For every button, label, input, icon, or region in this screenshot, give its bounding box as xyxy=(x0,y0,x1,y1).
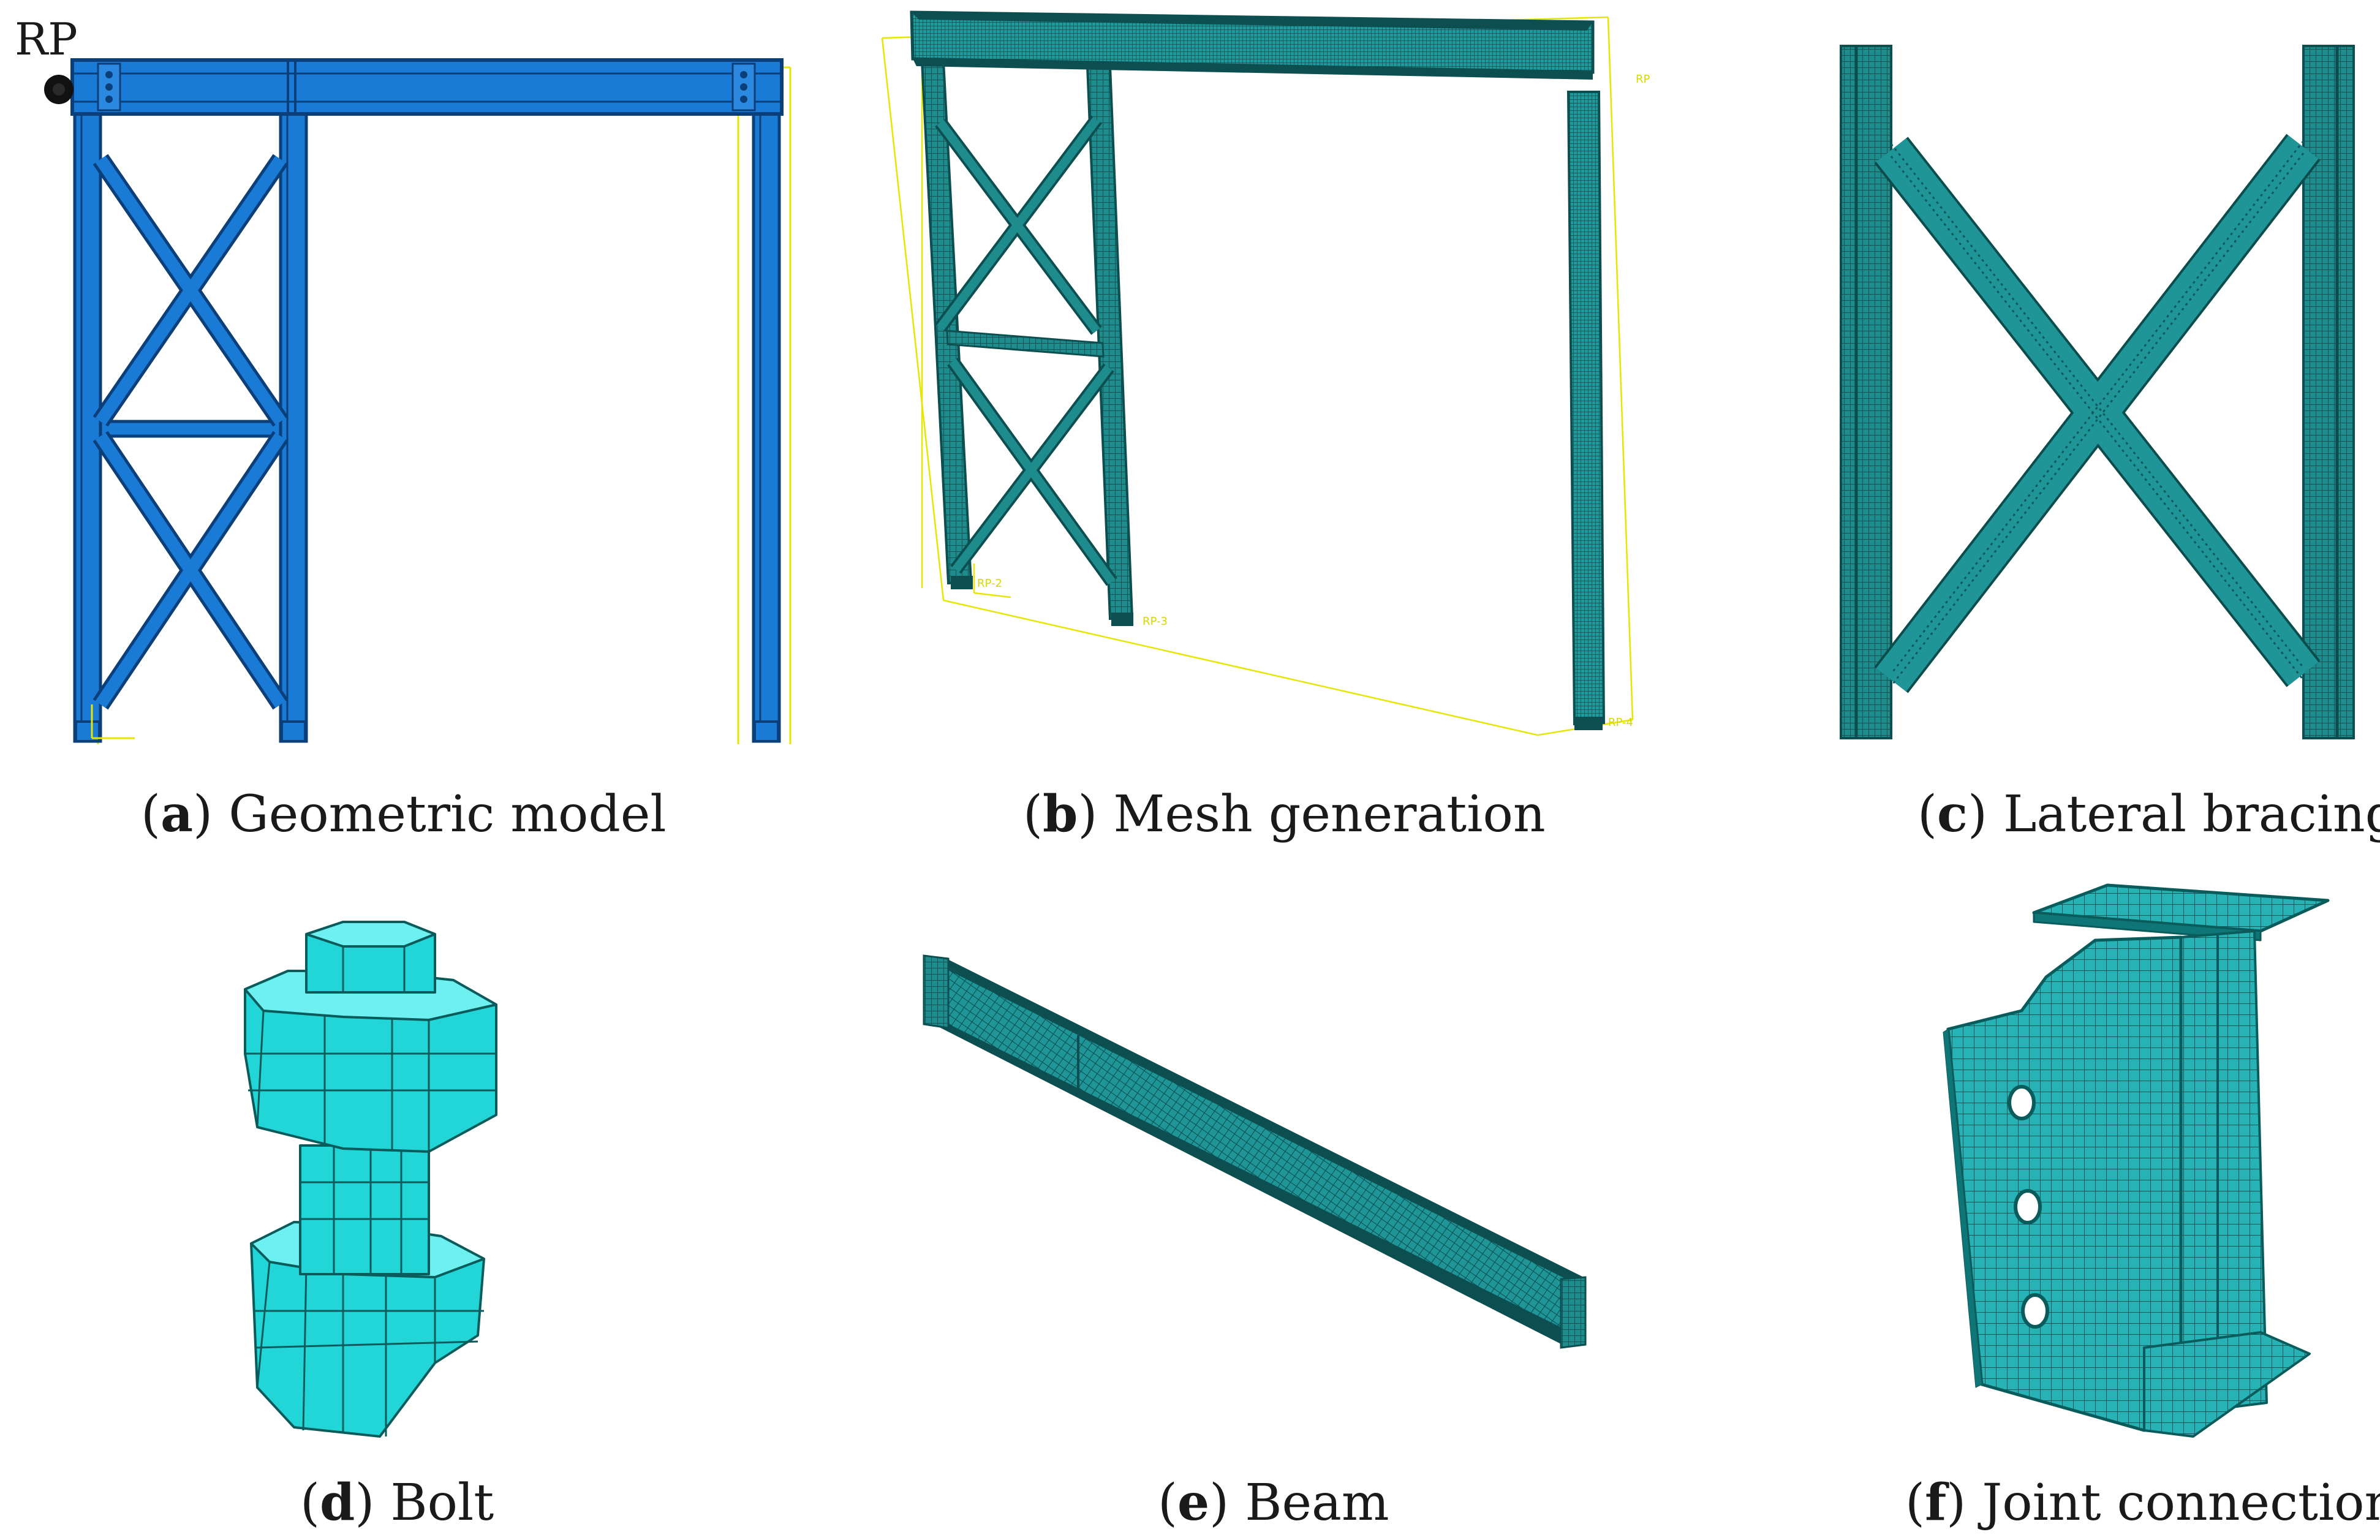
rp-label: RP xyxy=(15,13,78,65)
svg-text:RP: RP xyxy=(1636,73,1650,86)
mesh-column-bases xyxy=(951,576,1603,730)
beam-top-flange xyxy=(925,956,1584,1280)
column-flange-lines xyxy=(80,67,761,741)
caption-d: (d) Bolt xyxy=(300,1473,494,1532)
caption-a: (a) Geometric model xyxy=(141,785,667,844)
caption-c: (c) Lateral bracing xyxy=(1917,789,2380,840)
caption-e: (e) Beam xyxy=(1158,1473,1389,1532)
caption-c-letter: c xyxy=(1937,785,1968,844)
joint-bolt-holes xyxy=(2008,1085,2049,1329)
joint-bottom-plate xyxy=(2143,1331,2311,1438)
caption-b-letter: b xyxy=(1043,785,1078,844)
beam-bottom-flange xyxy=(925,1020,1584,1345)
mesh-rp-labels: RP-3 RP-4 RP RP-2 xyxy=(977,73,1650,729)
caption-f-title: Joint connection xyxy=(1982,1474,2380,1532)
bracing-right-column xyxy=(2302,45,2355,739)
bolt-shank xyxy=(299,1144,430,1275)
caption-a-title: Geometric model xyxy=(229,785,667,844)
joint-column-flange xyxy=(2216,930,2268,1410)
caption-b-title: Mesh generation xyxy=(1113,785,1546,844)
caption-b: (b) Mesh generation xyxy=(1023,785,1546,844)
joint-gusset-plate xyxy=(1946,935,2183,1432)
axis-triad-icon xyxy=(973,564,1011,598)
construction-lines xyxy=(881,16,1634,736)
caption-d-letter: d xyxy=(320,1473,355,1532)
svg-text:RP-3: RP-3 xyxy=(1143,615,1168,628)
axis-triad-icon xyxy=(91,704,135,739)
panel-c-lateral-bracing xyxy=(1840,45,2355,739)
columns xyxy=(73,66,781,743)
mesh-bracing xyxy=(937,116,1116,585)
svg-text:RP-4: RP-4 xyxy=(1608,716,1633,729)
panel-b-mesh-generation: RP-3 RP-4 RP RP-2 xyxy=(881,10,1650,736)
mesh-column-3 xyxy=(1566,91,1606,726)
caption-f: (f) Joint connection xyxy=(1905,1478,2380,1528)
cross-bracing xyxy=(95,156,286,708)
column-bases xyxy=(75,720,779,742)
svg-text:RP-2: RP-2 xyxy=(977,577,1002,590)
horizontal-tie xyxy=(99,420,282,438)
caption-e-letter: e xyxy=(1177,1473,1210,1532)
panel-d-bolt xyxy=(244,921,497,1438)
caption-a-letter: a xyxy=(161,785,194,844)
panel-a-geometric-model xyxy=(44,58,791,744)
caption-e-title: Beam xyxy=(1245,1474,1389,1532)
caption-f-letter: f xyxy=(1925,1473,1947,1532)
beam-end-plates xyxy=(97,62,756,111)
mesh-tie xyxy=(946,330,1105,358)
bracing-left-column xyxy=(1840,45,1892,739)
caption-d-title: Bolt xyxy=(390,1474,494,1532)
beam-web xyxy=(933,959,1573,1338)
bracing-mesh-texture xyxy=(1890,140,2305,687)
top-beam xyxy=(70,58,784,116)
panel-f-joint-connection xyxy=(1943,883,2330,1438)
panel-e-beam xyxy=(923,954,1587,1349)
bracing-diagonals xyxy=(1876,135,2319,692)
construction-lines xyxy=(97,66,791,744)
caption-c-title: Lateral bracing xyxy=(2003,785,2380,844)
